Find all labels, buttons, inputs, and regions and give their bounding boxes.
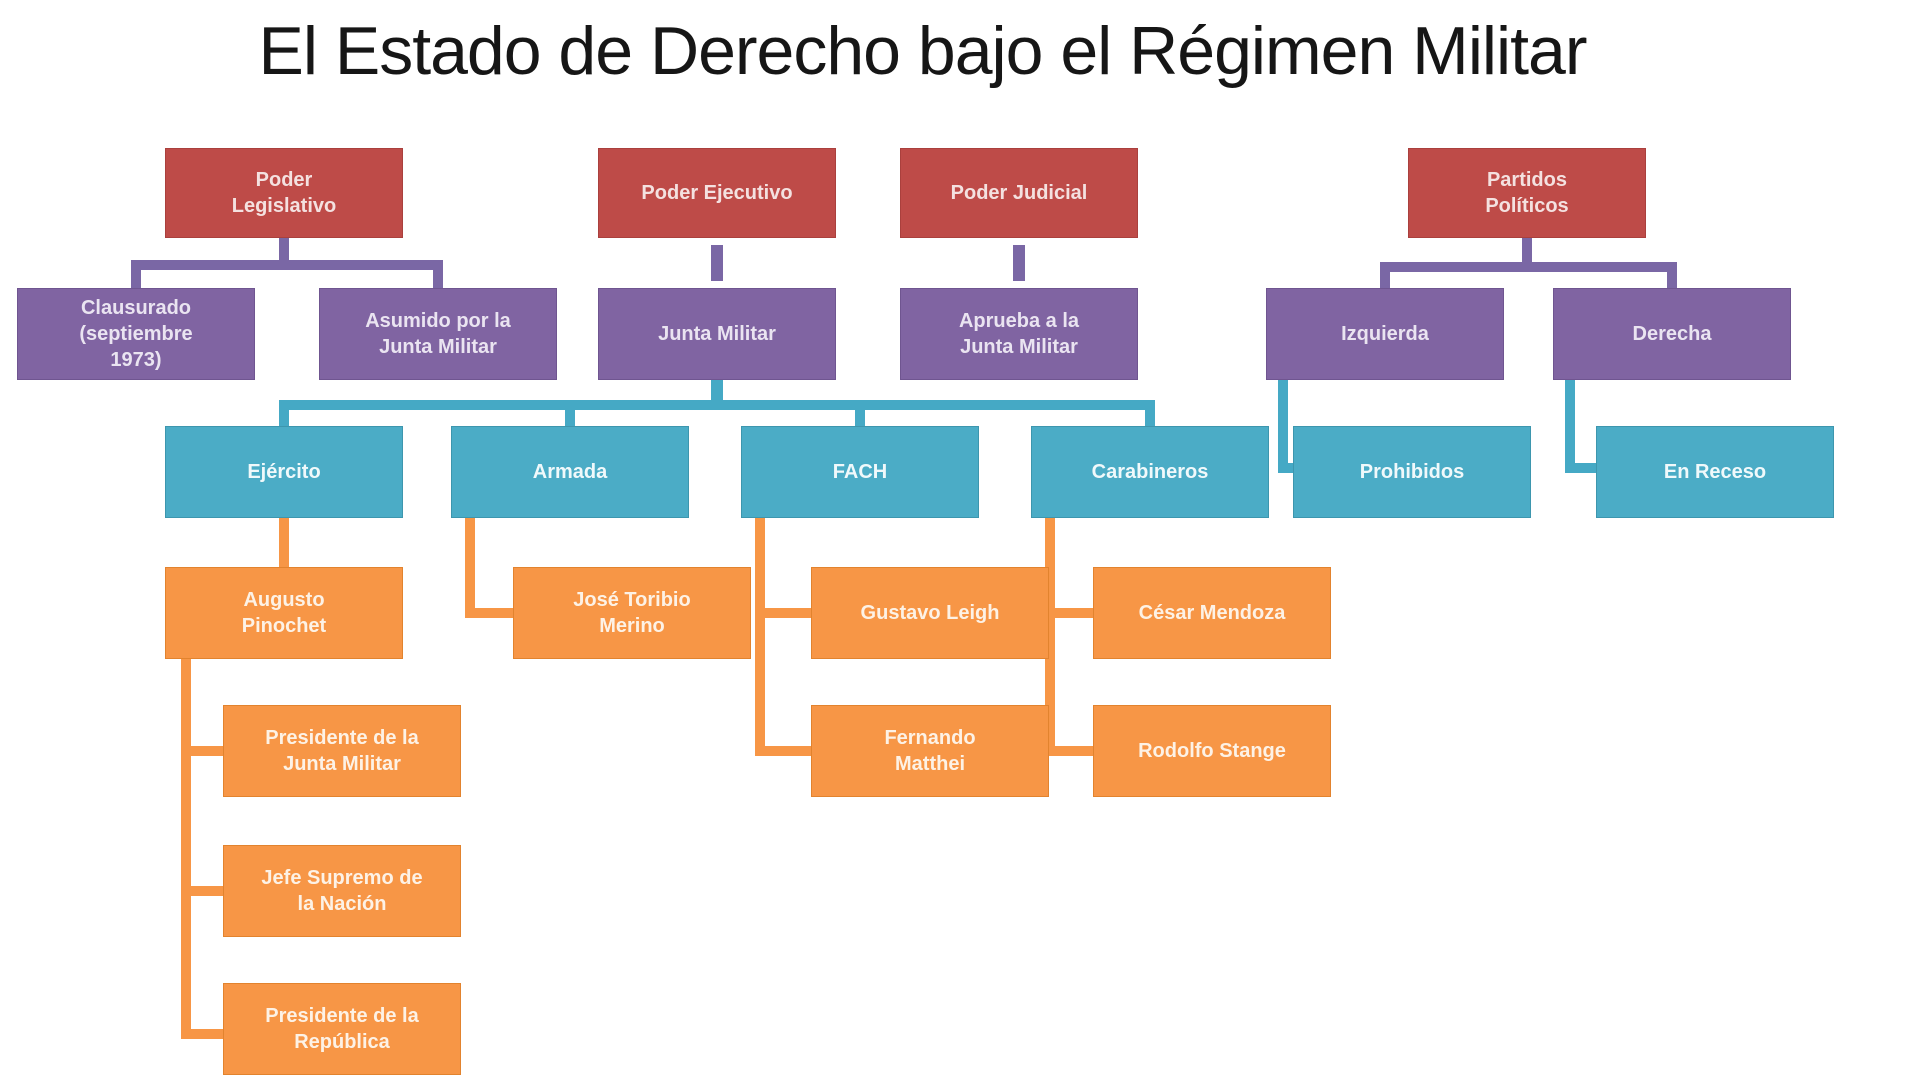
- node-presidente-republica: Presidente de la República: [223, 983, 461, 1075]
- node-pinochet: Augusto Pinochet: [165, 567, 403, 659]
- connector-partidos-drop-left: [1380, 272, 1390, 288]
- connector-drop-carabineros: [1145, 410, 1155, 426]
- node-presidente-junta: Presidente de la Junta Militar: [223, 705, 461, 797]
- connector-drop-fach: [855, 410, 865, 426]
- connector-pinochet-vline: [181, 659, 191, 1039]
- connector-izquierda-elbow-v: [1278, 380, 1288, 473]
- node-izquierda: Izquierda: [1266, 288, 1504, 380]
- node-partidos-politicos: Partidos Políticos: [1408, 148, 1646, 238]
- node-poder-ejecutivo: Poder Ejecutivo: [598, 148, 836, 238]
- connector-drop-ejercito: [279, 410, 289, 426]
- node-leigh: Gustavo Leigh: [811, 567, 1049, 659]
- connector-judicial-stub: [1013, 245, 1025, 281]
- connector-derecha-elbow-v: [1565, 380, 1575, 473]
- connector-pinochet-to-presrepublica: [181, 1029, 227, 1039]
- connector-legislativo-drop-right: [433, 270, 443, 288]
- node-prohibidos: Prohibidos: [1293, 426, 1531, 518]
- connector-legislativo-drop-left: [131, 270, 141, 288]
- node-aprueba: Aprueba a la Junta Militar: [900, 288, 1138, 380]
- node-stange: Rodolfo Stange: [1093, 705, 1331, 797]
- node-asumido: Asumido por la Junta Militar: [319, 288, 557, 380]
- node-mendoza: César Mendoza: [1093, 567, 1331, 659]
- connector-fach-to-leigh: [755, 608, 815, 618]
- node-merino: José Toribio Merino: [513, 567, 751, 659]
- node-en-receso: En Receso: [1596, 426, 1834, 518]
- node-poder-judicial: Poder Judicial: [900, 148, 1138, 238]
- connector-izquierda-elbow-h: [1278, 463, 1300, 473]
- connector-drop-armada: [565, 410, 575, 426]
- connector-derecha-elbow-h: [1565, 463, 1601, 473]
- connector-junta-stub: [711, 380, 723, 400]
- connector-pinochet-to-jefesupremo: [181, 886, 227, 896]
- node-junta-militar: Junta Militar: [598, 288, 836, 380]
- node-carabineros: Carabineros: [1031, 426, 1269, 518]
- node-clausurado: Clausurado (septiembre 1973): [17, 288, 255, 380]
- connector-ejecutivo-stub: [711, 245, 723, 281]
- node-armada: Armada: [451, 426, 689, 518]
- connector-fach-to-matthei: [755, 746, 815, 756]
- connector-partidos-hbar: [1380, 262, 1677, 272]
- node-matthei: Fernando Matthei: [811, 705, 1049, 797]
- connector-fach-vline: [755, 518, 765, 756]
- node-ejercito: Ejército: [165, 426, 403, 518]
- connector-partidos-drop-right: [1667, 272, 1677, 288]
- connector-armada-elbow-h: [465, 608, 517, 618]
- node-derecha: Derecha: [1553, 288, 1791, 380]
- connector-branches-hbar: [279, 400, 1155, 410]
- connector-partidos-stub: [1522, 238, 1532, 262]
- node-fach: FACH: [741, 426, 979, 518]
- page-title: El Estado de Derecho bajo el Régimen Mil…: [258, 13, 1587, 89]
- connector-legislativo-stub: [279, 238, 289, 260]
- connector-carabineros-vline: [1045, 518, 1055, 756]
- connector-ejercito-stub: [279, 518, 289, 567]
- node-poder-legislativo: Poder Legislativo: [165, 148, 403, 238]
- connector-carabineros-to-mendoza: [1045, 608, 1097, 618]
- node-jefe-supremo: Jefe Supremo de la Nación: [223, 845, 461, 937]
- connector-legislativo-hbar: [131, 260, 443, 270]
- connector-carabineros-to-stange: [1045, 746, 1097, 756]
- connector-pinochet-to-presjunta: [181, 746, 227, 756]
- connector-armada-elbow-v: [465, 518, 475, 618]
